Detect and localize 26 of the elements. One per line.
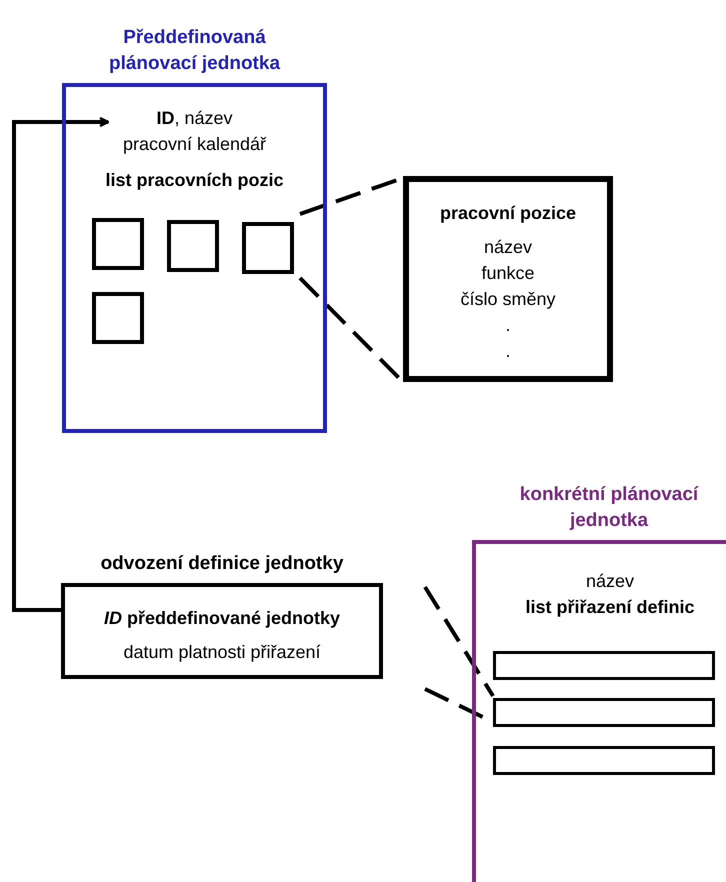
item-square (242, 222, 294, 274)
field-text: název (484, 236, 532, 259)
field-text: ID, název (156, 107, 233, 130)
item-square (92, 292, 144, 344)
box-heading: pracovní pozice (440, 202, 576, 225)
field-text: datum platnosti přiřazení (123, 641, 321, 664)
field-text: . (505, 340, 510, 363)
box-title: konkrétní plánovací jednotka (519, 483, 699, 533)
list-heading: list pracovních pozic (105, 169, 284, 192)
list-slot (493, 698, 715, 727)
field-text: . (505, 314, 510, 337)
field-text: název (586, 570, 634, 593)
item-square (167, 220, 219, 272)
zoom-line (423, 586, 495, 698)
item-square (92, 218, 144, 270)
field-text: funkce (481, 262, 535, 285)
list-slot (493, 651, 715, 680)
box-title: Předdefinovaná plánovací jednotka (108, 26, 282, 76)
field-text: číslo směny (460, 288, 556, 311)
list-slot (493, 746, 715, 775)
list-heading: list přiřazení definic (525, 596, 695, 619)
field-text: pracovní kalendář (122, 133, 266, 156)
connector-arrow (12, 116, 110, 612)
detail-box (403, 176, 613, 382)
box-title: odvození definice jednotky (100, 552, 344, 576)
field-text: ID předdefinované jednotky (104, 607, 340, 630)
